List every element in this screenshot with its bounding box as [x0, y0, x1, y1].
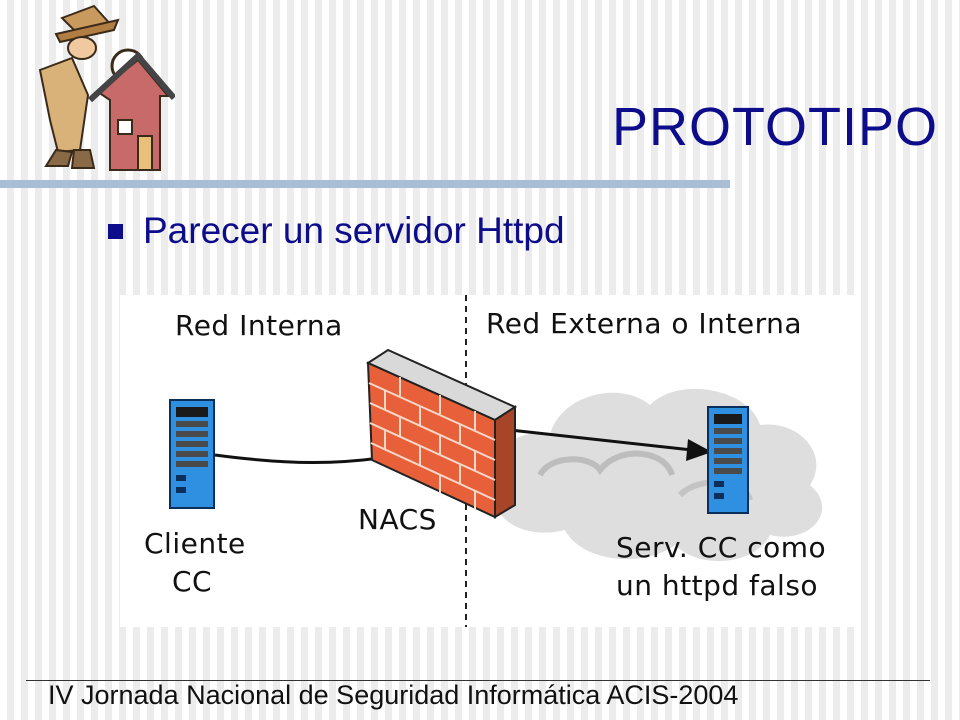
- network-diagram-graphics: [169, 295, 823, 627]
- internal-network-label: Red Interna: [175, 309, 343, 342]
- square-bullet-icon: [108, 223, 123, 239]
- server-label-line1: Serv. CC como: [616, 531, 827, 564]
- network-diagram: Red Interna Red Externa o Interna NACS C…: [120, 295, 857, 627]
- server-label-line2: un httpd falso: [616, 569, 819, 602]
- bullet-item: Parecer un servidor Httpd: [108, 210, 565, 252]
- client-label-line1: Cliente: [144, 527, 246, 560]
- brick-wall-icon: [365, 348, 518, 519]
- remote-server-icon: [707, 406, 749, 514]
- client-label-line2: CC: [172, 565, 213, 598]
- detective-house-icon: [10, 0, 177, 178]
- footer-rule: [26, 680, 930, 681]
- firewall-label: NACS: [358, 503, 437, 536]
- client-server-icon: [169, 399, 215, 509]
- bullet-text: Parecer un servidor Httpd: [143, 210, 565, 251]
- title-underline: [0, 180, 730, 188]
- connection-firewall-server: [509, 428, 693, 452]
- slide-footer: IV Jornada Nacional de Seguridad Informá…: [48, 680, 739, 710]
- slide-title: PROTOTIPO: [611, 97, 938, 157]
- external-network-label: Red Externa o Interna: [486, 307, 803, 340]
